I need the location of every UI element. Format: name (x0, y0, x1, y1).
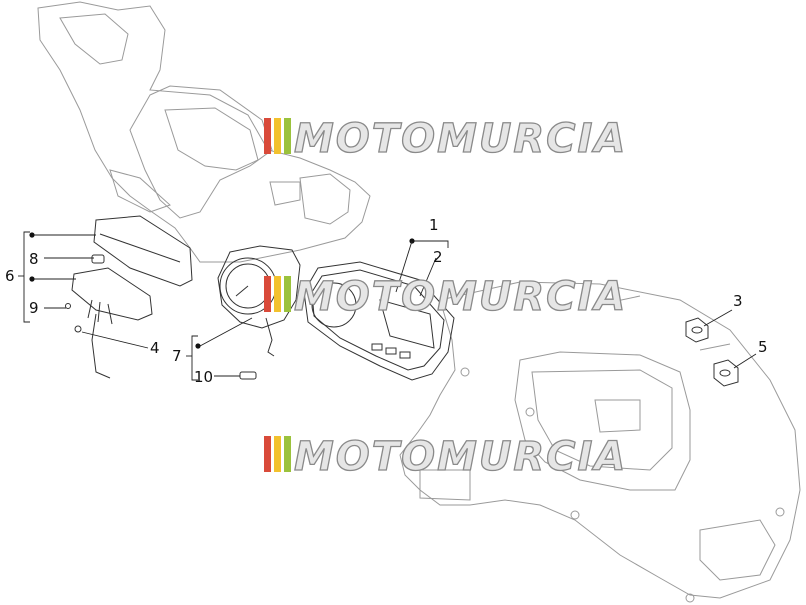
watermark-stripe-yellow (274, 118, 281, 154)
watermark-stripe-red (264, 118, 271, 154)
callout-7: 7 (172, 347, 182, 365)
watermark-stripe-green (284, 436, 291, 472)
callout-9: 9 (29, 299, 39, 317)
leader-lines (18, 231, 757, 381)
callout-4: 4 (150, 339, 160, 357)
callout-6: 6 (5, 267, 15, 285)
instrument-cover (65, 215, 193, 379)
callout-5: 5 (758, 338, 768, 356)
nut-3 (685, 317, 709, 343)
watermark-stripe-green (284, 118, 291, 154)
digital-instrument-panel (303, 261, 455, 381)
watermark-stripe-yellow (274, 276, 281, 312)
callout-2: 2 (433, 248, 443, 266)
watermark-text: MOTOMURCIA (294, 434, 627, 480)
handlebar-cover-upper (37, 1, 371, 263)
watermark-bottom: MOTOMURCIA (264, 433, 627, 481)
watermark-stripe-red (264, 276, 271, 312)
nut-5 (713, 359, 739, 387)
watermark-middle: MOTOMURCIA (264, 273, 627, 321)
watermark-text: MOTOMURCIA (294, 116, 627, 162)
callout-3: 3 (733, 292, 743, 310)
callout-8: 8 (29, 250, 39, 268)
watermark-stripe-yellow (274, 436, 281, 472)
watermark-stripe-green (284, 276, 291, 312)
watermark-stripe-red (264, 436, 271, 472)
callout-1: 1 (429, 216, 439, 234)
callout-10: 10 (194, 368, 213, 386)
watermark-top: MOTOMURCIA (264, 115, 627, 163)
speedometer (217, 245, 301, 380)
handlebar-cover-rear (399, 281, 801, 603)
watermark-text: MOTOMURCIA (294, 274, 627, 320)
